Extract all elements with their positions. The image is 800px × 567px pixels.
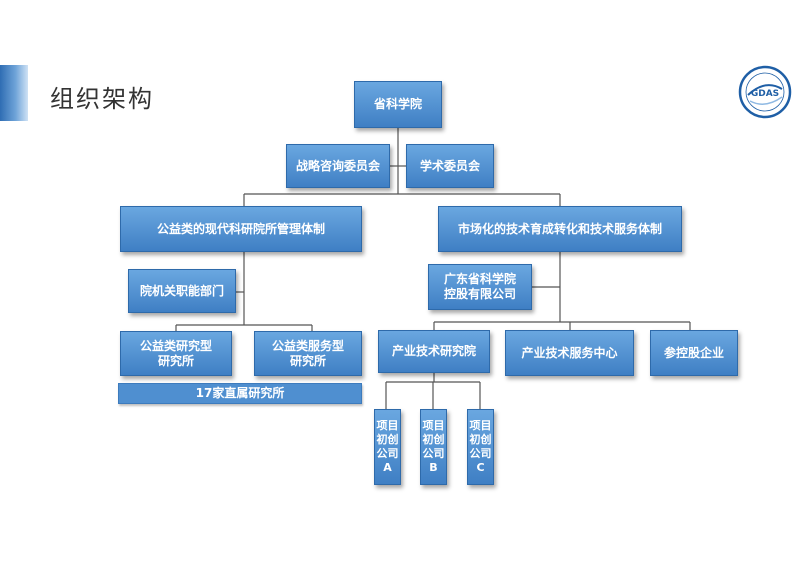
node-root[interactable]: 省科学院 (354, 81, 442, 128)
logo-text: GDAS (751, 89, 779, 99)
node-equity-enterprises[interactable]: 参控股企业 (650, 330, 738, 376)
node-startup-b[interactable]: 项目 初创 公司 B (420, 409, 447, 485)
node-functional-depts[interactable]: 院机关职能部门 (128, 269, 236, 313)
node-strategy-committee[interactable]: 战略咨询委员会 (286, 144, 390, 188)
node-market-system[interactable]: 市场化的技术育成转化和技术服务体制 (438, 206, 682, 252)
page-title: 组织架构 (50, 85, 154, 113)
title-accent-bar (0, 65, 28, 121)
node-holding-company[interactable]: 广东省科学院 控股有限公司 (428, 264, 532, 310)
gdas-logo: GDAS (738, 65, 792, 119)
node-research-institutes[interactable]: 公益类研究型 研究所 (120, 331, 232, 376)
node-affiliated-institutes[interactable]: 17家直属研究所 (118, 383, 362, 404)
node-public-welfare-system[interactable]: 公益类的现代科研院所管理体制 (120, 206, 362, 252)
node-service-institutes[interactable]: 公益类服务型 研究所 (254, 331, 362, 376)
node-academic-committee[interactable]: 学术委员会 (406, 144, 494, 188)
node-industry-tech-institute[interactable]: 产业技术研究院 (378, 330, 490, 373)
node-industry-service-center[interactable]: 产业技术服务中心 (505, 330, 634, 376)
node-startup-a[interactable]: 项目 初创 公司 A (374, 409, 401, 485)
node-startup-c[interactable]: 项目 初创 公司 C (467, 409, 494, 485)
